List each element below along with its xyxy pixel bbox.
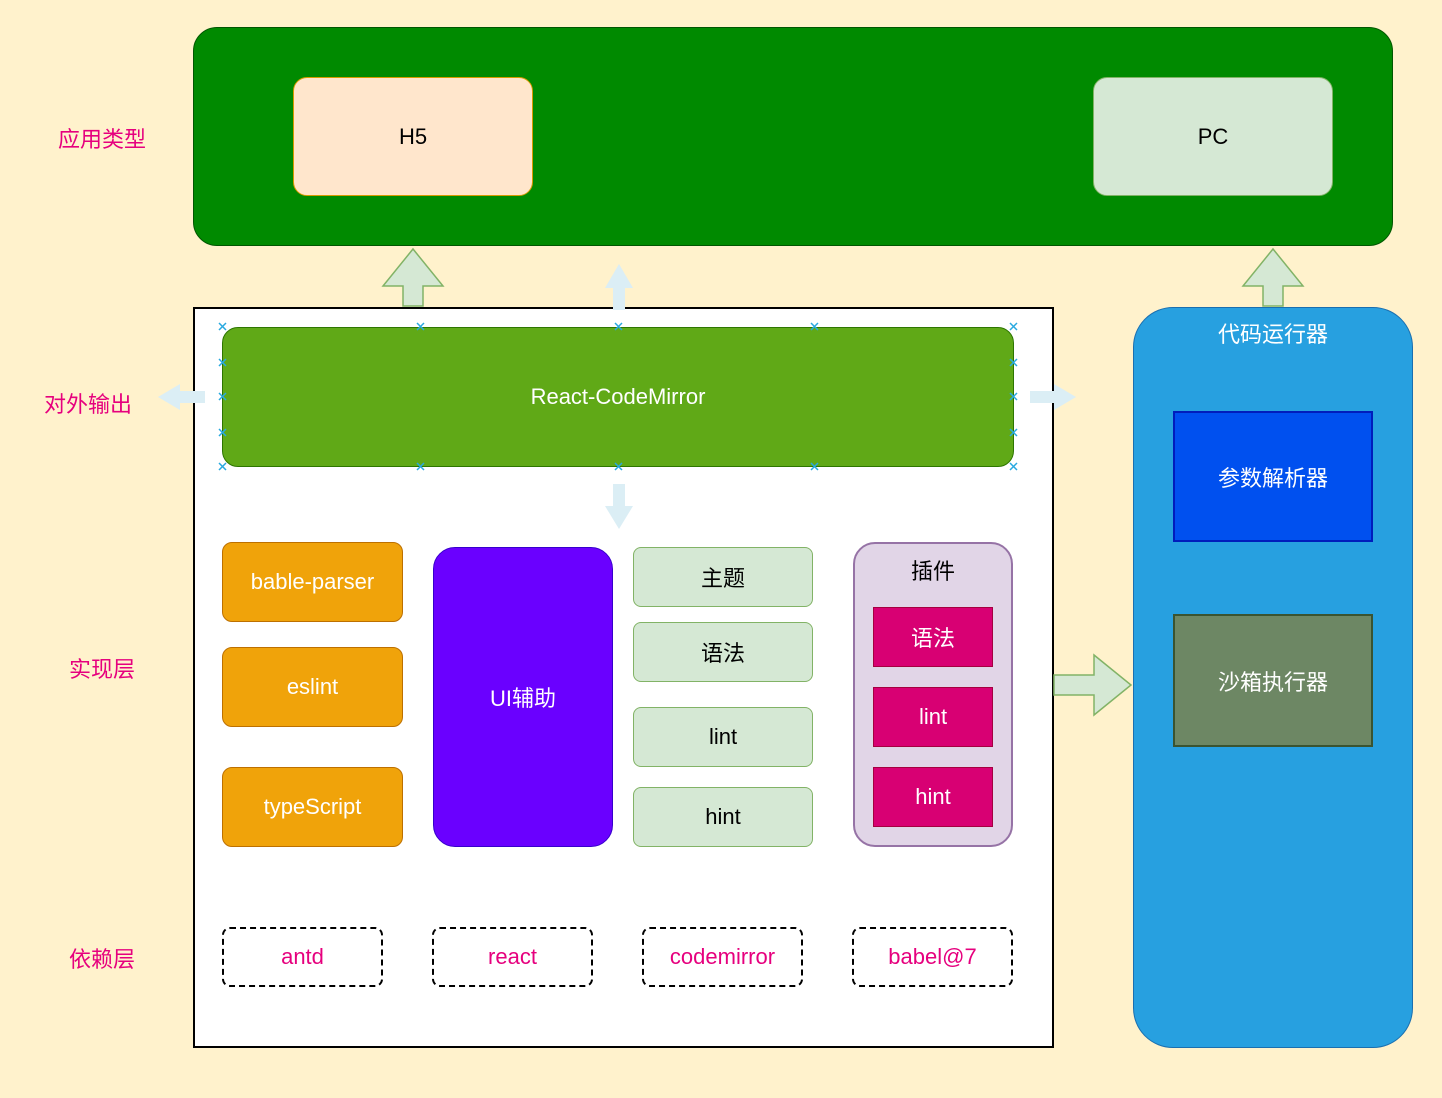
sandbox-executor-box[interactable]: 沙箱执行器 <box>1173 614 1373 747</box>
bable-parser-box[interactable]: bable-parser <box>222 542 403 622</box>
feature-lint-box[interactable]: lint <box>633 707 813 767</box>
pc-box[interactable]: PC <box>1093 77 1333 196</box>
param-parser-box[interactable]: 参数解析器 <box>1173 411 1373 542</box>
hover-arrow-down <box>605 484 633 529</box>
layer-label-impl: 实现层 <box>68 657 135 682</box>
feature-hint-box[interactable]: hint <box>633 787 813 847</box>
arrow-up-to-pc <box>1241 247 1305 307</box>
plugin-hint-box[interactable]: hint <box>873 767 993 827</box>
dep-antd-box[interactable]: antd <box>222 927 383 987</box>
feature-theme-box[interactable]: 主题 <box>633 547 813 607</box>
layer-label-app-type: 应用类型 <box>57 127 146 152</box>
plugin-lint-box[interactable]: lint <box>873 687 993 747</box>
selection-markers <box>218 322 1018 471</box>
plugins-title: 插件 <box>910 559 955 584</box>
plugin-syntax-box[interactable]: 语法 <box>873 607 993 667</box>
layer-label-deps: 依赖层 <box>68 947 135 972</box>
typescript-box[interactable]: typeScript <box>222 767 403 847</box>
arrow-up-to-h5 <box>381 247 445 307</box>
ui-helper-box[interactable]: UI辅助 <box>433 547 613 847</box>
dep-codemirror-box[interactable]: codemirror <box>642 927 803 987</box>
hover-arrow-left <box>158 384 205 410</box>
arrow-right-to-runner <box>1053 653 1133 717</box>
layer-label-output: 对外输出 <box>43 392 132 417</box>
dep-react-box[interactable]: react <box>432 927 593 987</box>
feature-syntax-box[interactable]: 语法 <box>633 622 813 682</box>
eslint-box[interactable]: eslint <box>222 647 403 727</box>
dep-babel-box[interactable]: babel@7 <box>852 927 1013 987</box>
h5-box[interactable]: H5 <box>293 77 533 196</box>
hover-arrow-up <box>605 264 633 310</box>
hover-arrows <box>158 264 1076 529</box>
code-runner-title: 代码运行器 <box>1217 322 1328 347</box>
hover-arrow-right <box>1030 384 1076 410</box>
